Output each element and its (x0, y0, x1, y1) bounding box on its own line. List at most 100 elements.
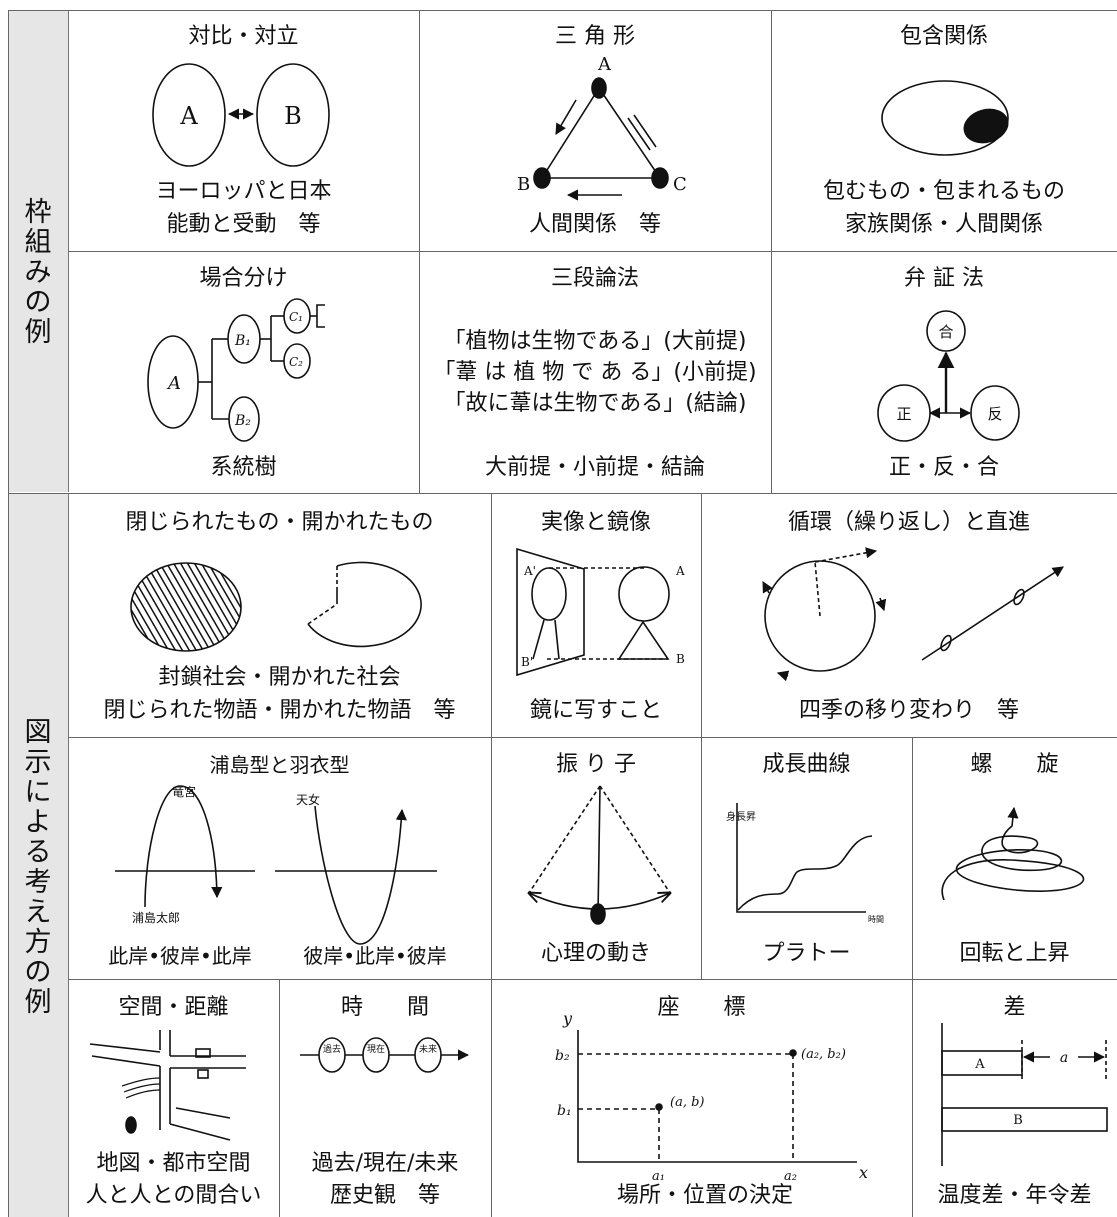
mirror-label-b-prime: B' (521, 655, 533, 669)
cases-title: 場合分け (199, 266, 288, 291)
coords-tick-b1: b₁ (557, 1103, 572, 1119)
urashima-caption-2: 彼岸•此岸•彼岸 (303, 944, 447, 968)
mirror-label-a: A (675, 564, 685, 578)
coords-axis-y: y (562, 1009, 573, 1028)
growth-diagram: 身長昇 時間 (726, 803, 884, 924)
cycle-caption: 四季の移り変わり 等 (798, 698, 1019, 723)
time-title: 時 間 (340, 995, 429, 1020)
side-char: 図 (24, 717, 52, 748)
side-char: 枠 (24, 197, 52, 228)
triangle-diagram: A B C (517, 54, 687, 201)
side-char: の (24, 287, 52, 318)
urashima-caption-1: 此岸•彼岸•此岸 (108, 944, 252, 968)
dialectic-label-thesis: 正 (896, 405, 911, 423)
spiral-diagram (941, 806, 1085, 901)
contrast-title: 対比・対立 (188, 24, 299, 49)
dialectic-label-antithesis: 反 (987, 405, 1002, 423)
coords-point-1-label: (a, b) (670, 1095, 704, 1110)
mirror-diagram: A' B' A B (516, 547, 685, 677)
grid-line (419, 10, 420, 493)
cycle-title: 循環（繰り返し）と直進 (787, 510, 1030, 535)
closed-open-title: 閉じられたもの・開かれたもの (125, 510, 434, 535)
grid-line (8, 10, 1117, 11)
coords-axis-x: x (859, 1163, 868, 1182)
triangle-label-b: B (517, 174, 530, 195)
grid-line (279, 979, 280, 1217)
cases-label-b1: B₁ (234, 333, 251, 349)
triangle-title: 三 角 形 (555, 24, 635, 49)
space-caption-2: 人と人との間合い (85, 1183, 262, 1208)
grid-line (771, 10, 772, 493)
difference-gap-label: a (1060, 1050, 1068, 1066)
grid-line (68, 737, 1117, 738)
cases-diagram: A B₁ B₂ C₁ C₂ (147, 298, 325, 442)
side-char: 方 (24, 927, 52, 958)
closed-open-caption-1: 封鎖社会・開かれた社会 (158, 665, 401, 690)
difference-label-a: A (974, 1057, 985, 1072)
time-caption-2: 歴史観 等 (329, 1183, 440, 1208)
time-label-future: 未来 (419, 1043, 437, 1055)
contrast-label-a: A (179, 102, 198, 130)
grid-line (701, 493, 702, 979)
dialectic-label-synthesis: 合 (938, 323, 953, 341)
urashima-diagram: 竜宮 天女 浦島太郎 (115, 784, 437, 945)
closed-open-caption-2: 閉じられた物語・開かれた物語 等 (103, 698, 456, 723)
cycle-diagram (762, 547, 1064, 682)
side-char: る (24, 837, 52, 868)
coords-point-2-label: (a₂, b₂) (801, 1047, 846, 1062)
triangle-caption: 人間関係 等 (528, 212, 661, 237)
side-char: み (24, 257, 52, 288)
space-map-diagram (89, 1030, 246, 1141)
side-char: 示 (24, 747, 52, 778)
dialectic-diagram: 合 正 反 (877, 310, 1020, 442)
mirror-label-a-prime: A' (523, 564, 536, 578)
growth-xlabel: 時間 (868, 915, 884, 924)
grid-line (8, 10, 9, 1217)
triangle-label-a: A (597, 54, 612, 75)
pendulum-caption: 心理の動き (540, 941, 651, 966)
side-char: 例 (24, 317, 52, 348)
spiral-caption: 回転と上昇 (959, 941, 1070, 966)
coords-title: 座 標 (657, 995, 746, 1020)
difference-caption: 温度差・年令差 (937, 1183, 1092, 1208)
coords-diagram: y x b₂ b₁ a₁ a₂ (a, b) (a₂, b₂) (555, 1009, 868, 1184)
time-caption-1: 過去/現在/未来 (311, 1151, 459, 1176)
cases-label-c1: C₁ (289, 310, 303, 324)
side-char: に (24, 777, 52, 808)
cases-label-b2: B₂ (234, 413, 251, 429)
syllogism-line-2: 「葦 は 植 物 で あ る」(小前提) (433, 360, 757, 385)
side-char: 組 (24, 227, 52, 258)
growth-title: 成長曲線 (762, 752, 851, 777)
dialectic-title: 弁 証 法 (904, 266, 984, 291)
mirror-title: 実像と鏡像 (540, 510, 651, 535)
inclusion-diagram (881, 80, 1009, 156)
spiral-title: 螺 旋 (970, 752, 1059, 777)
space-title: 空間・距離 (118, 995, 229, 1020)
syllogism-title: 三段論法 (550, 266, 639, 291)
grid-line (8, 493, 1117, 494)
urashima-label-taro: 浦島太郎 (132, 910, 180, 925)
grid-line (68, 251, 1117, 252)
pendulum-title: 振 り 子 (556, 752, 636, 777)
inclusion-title: 包含関係 (899, 24, 988, 49)
contrast-caption-2: 能動と受動 等 (166, 212, 321, 237)
inclusion-caption-2: 家族関係・人間関係 (844, 212, 1043, 237)
contrast-label-b: B (284, 102, 302, 130)
time-label-present: 現在 (367, 1043, 385, 1055)
contrast-caption-1: ヨーロッパと日本 (155, 179, 332, 204)
mirror-label-b: B (676, 652, 685, 666)
contrast-diagram: A B (152, 63, 330, 167)
side-char: え (24, 897, 52, 928)
dialectic-caption: 正・反・合 (888, 455, 999, 480)
cases-caption: 系統樹 (210, 455, 277, 480)
coords-caption: 場所・位置の決定 (616, 1183, 793, 1208)
pendulum-diagram (529, 785, 670, 925)
coords-tick-a1: a₁ (652, 1169, 665, 1184)
cases-label-c2: C₂ (289, 355, 303, 369)
side-char: の (24, 957, 52, 988)
difference-diagram: A B a (941, 1023, 1108, 1166)
closed-open-diagram (130, 561, 422, 652)
growth-caption: プラトー (762, 941, 851, 966)
mirror-caption: 鏡に写すこと (529, 698, 662, 723)
